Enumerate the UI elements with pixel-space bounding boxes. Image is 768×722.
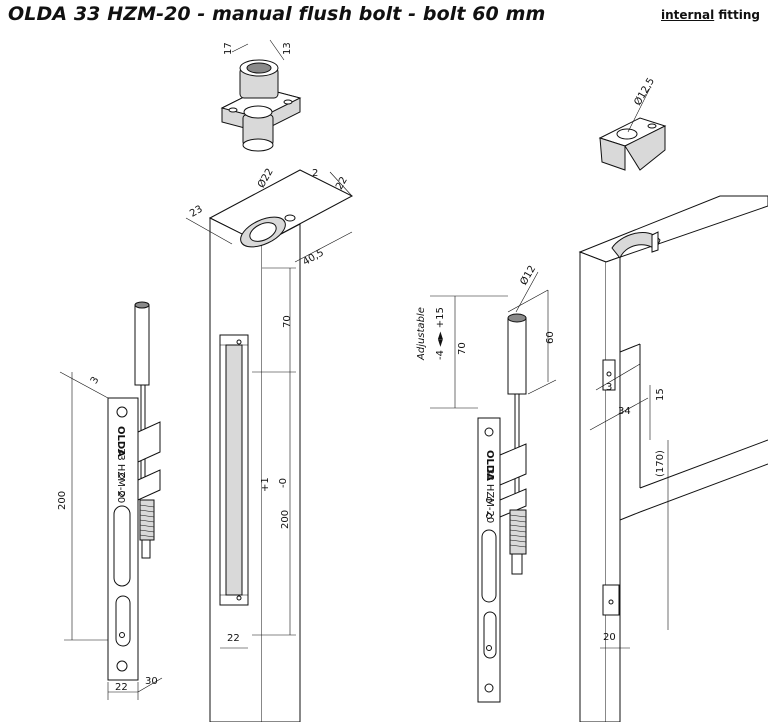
plate-brand-right: OLDA [484, 450, 495, 481]
dim-r-170: (170) [655, 450, 666, 477]
dim-gap-2: 2 [312, 168, 318, 179]
dim-adj-range: -4 ◄► +15 [435, 307, 446, 360]
dim-bolt-60: 60 [545, 331, 556, 344]
dim-bolt-70: 70 [457, 342, 468, 355]
dim-dia-12: Ø12 [518, 263, 539, 287]
dim-h-70: 70 [282, 315, 293, 328]
dim-len-40-5: 40,5 [301, 247, 326, 268]
dim-r-3: 3 [606, 382, 612, 393]
dim-left-3: 3 [89, 375, 102, 386]
strike-keeper-top [220, 39, 302, 152]
flush-bolt-right [477, 313, 527, 703]
fitting-rest: fitting [714, 8, 760, 22]
dim-keeper-depth: 13 [282, 42, 293, 55]
flush-bolt-left [107, 301, 161, 681]
dim-slot-22: 22 [227, 633, 240, 644]
dim-r-34: 34 [618, 406, 631, 417]
dim-left-30: 30 [145, 676, 158, 687]
dim-r-20: 20 [603, 632, 616, 643]
dim-r-15: 15 [655, 388, 666, 401]
dim-tol-plus: +1 [260, 477, 271, 492]
fitting-emphasis: internal [661, 8, 715, 22]
fitting-label: internal fitting [661, 8, 760, 22]
dim-keeper-width: 17 [223, 42, 234, 55]
strike-keeper-right [598, 117, 667, 171]
dim-h-200: 200 [280, 510, 291, 529]
dim-left-22: 22 [115, 682, 128, 693]
plate-model-left: 33 HZM-20 [115, 448, 126, 503]
plate-brand-left: OLDA [115, 426, 126, 457]
dim-tol-minus: -0 [278, 478, 289, 488]
dim-dia-12-5: Ø12,5 [632, 76, 657, 108]
page-title: OLDA 33 HZM-20 - manual flush bolt - bol… [8, 3, 546, 25]
plate-model-right: 33 HZM-20 [484, 468, 495, 523]
dim-adjustable: Adjustable [416, 307, 427, 361]
dim-left-200: 200 [57, 491, 68, 510]
door-profile-left [208, 169, 354, 722]
dim-width-23: 23 [188, 204, 205, 220]
door-profile-right [578, 195, 768, 722]
